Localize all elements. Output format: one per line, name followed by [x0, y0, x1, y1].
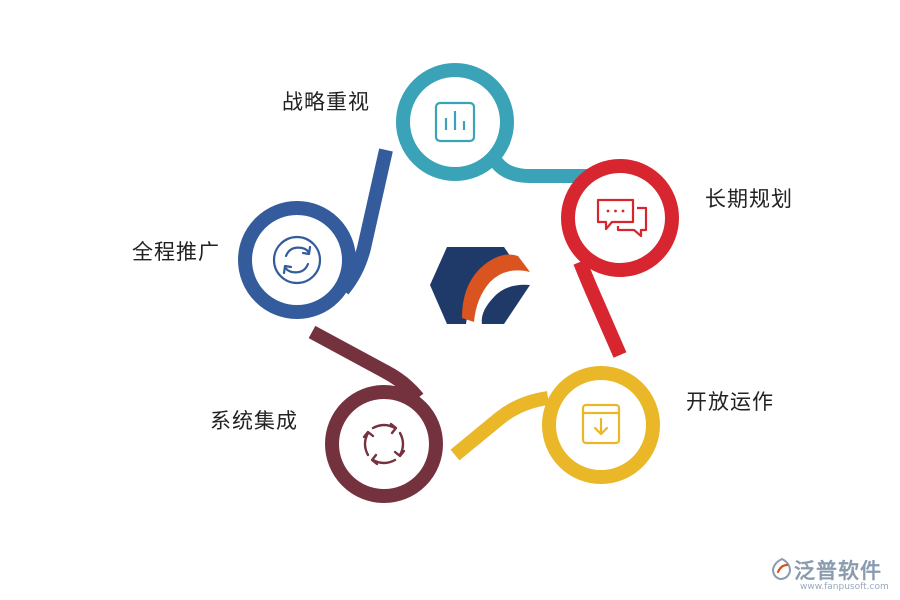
node-right [561, 159, 679, 277]
chat-bubbles-icon [596, 198, 648, 238]
sync-icon [272, 235, 322, 285]
watermark-url: www.fanpusoft.com [800, 582, 889, 592]
node-left [238, 201, 356, 319]
cycle-arrows-icon [362, 422, 406, 466]
watermark-title: 泛普软件 [794, 559, 882, 583]
connector-right-to-bright [573, 259, 627, 358]
node-bleft-ring [325, 385, 443, 503]
connector-bright-to-bleft [450, 391, 550, 461]
hexagon-logo-icon [430, 247, 530, 324]
download-box-icon [581, 403, 621, 445]
bar-chart-icon [434, 101, 476, 143]
node-bleft [325, 385, 443, 503]
fanpu-logo-icon [771, 557, 792, 581]
watermark: 泛普软件 www.fanpusoft.com [768, 553, 898, 599]
node-top [396, 63, 514, 181]
node-right-ring [561, 159, 679, 277]
label-full-promotion: 全程推广 [132, 240, 220, 264]
node-bright [542, 366, 660, 484]
label-open-operation: 开放运作 [686, 390, 774, 414]
label-system-integration: 系统集成 [210, 409, 298, 433]
label-strategic-emphasis: 战略重视 [282, 90, 370, 114]
node-left-ring [238, 201, 356, 319]
label-long-term-planning: 长期规划 [705, 187, 793, 211]
